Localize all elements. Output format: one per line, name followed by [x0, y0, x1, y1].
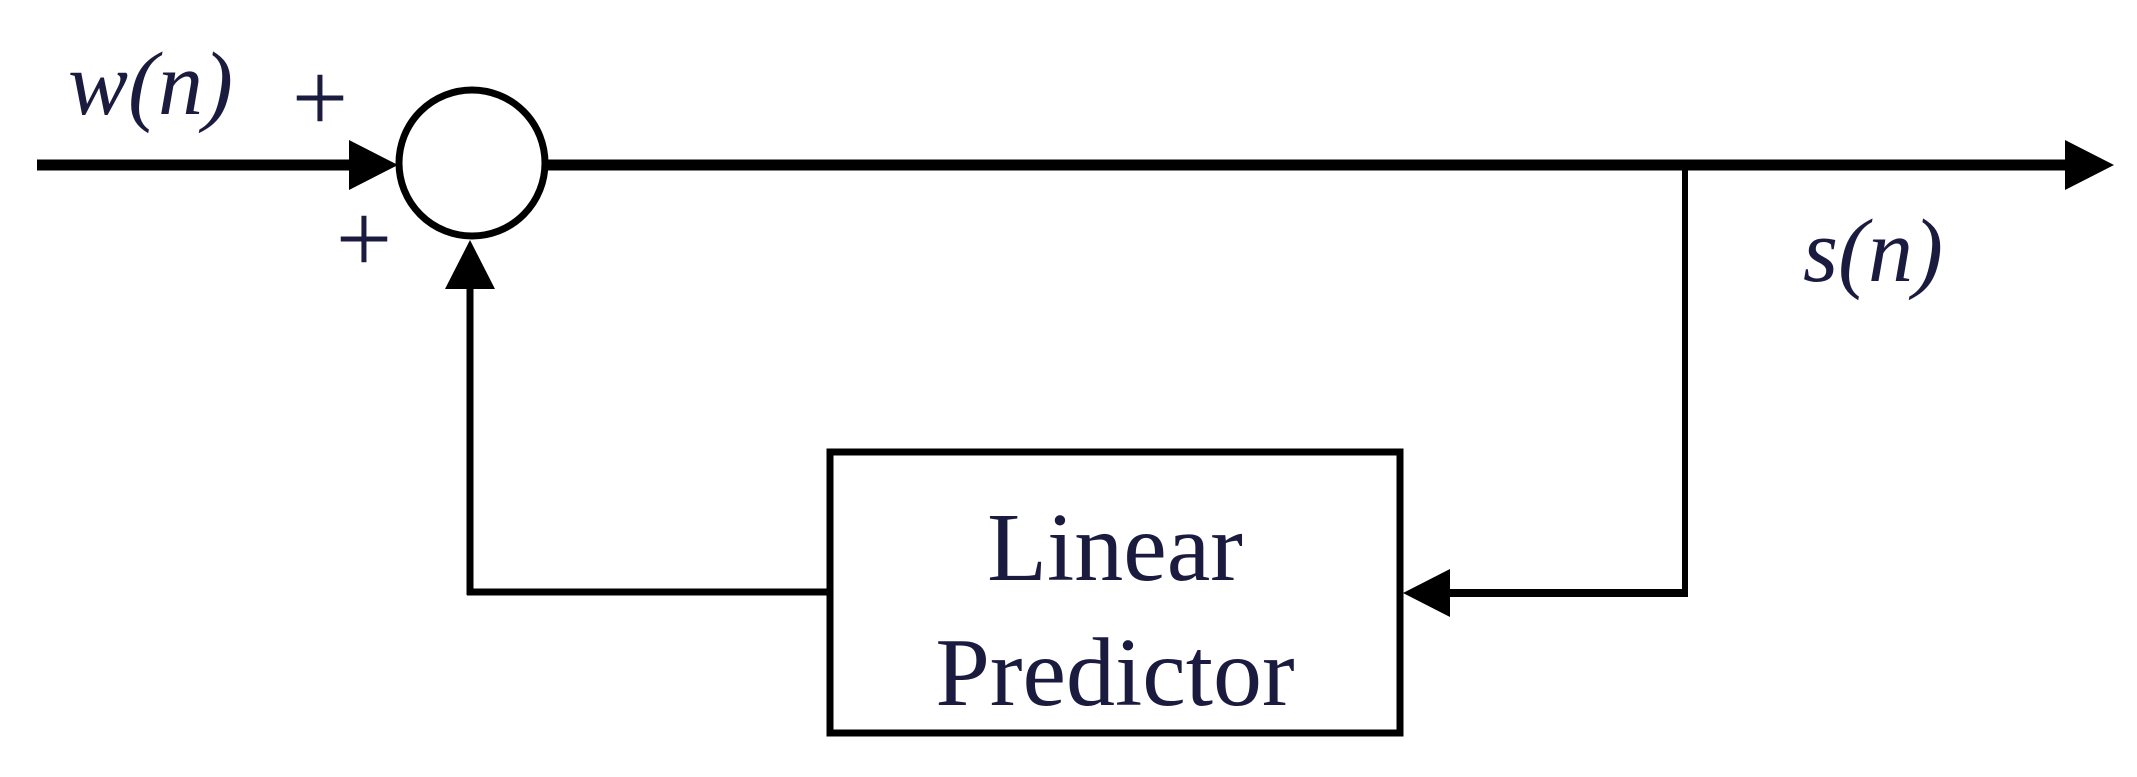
summing-input-arrowhead-icon	[445, 240, 495, 289]
predictor-input-arrowhead-icon	[1403, 569, 1450, 617]
plus-sign-input: +	[292, 42, 348, 153]
linear-predictor-block	[826, 448, 1404, 737]
output-arrowhead-icon	[2065, 140, 2114, 190]
linear-predictor-label-line2: Predictor	[935, 619, 1294, 727]
output-signal-label: s(n)	[1803, 202, 1943, 301]
linear-predictor-label-line1: Linear	[987, 494, 1243, 602]
input-arrowhead-icon	[349, 140, 398, 190]
input-signal-label: w(n)	[68, 35, 233, 134]
summing-junction	[395, 86, 549, 240]
plus-sign-feedback: +	[336, 183, 392, 294]
